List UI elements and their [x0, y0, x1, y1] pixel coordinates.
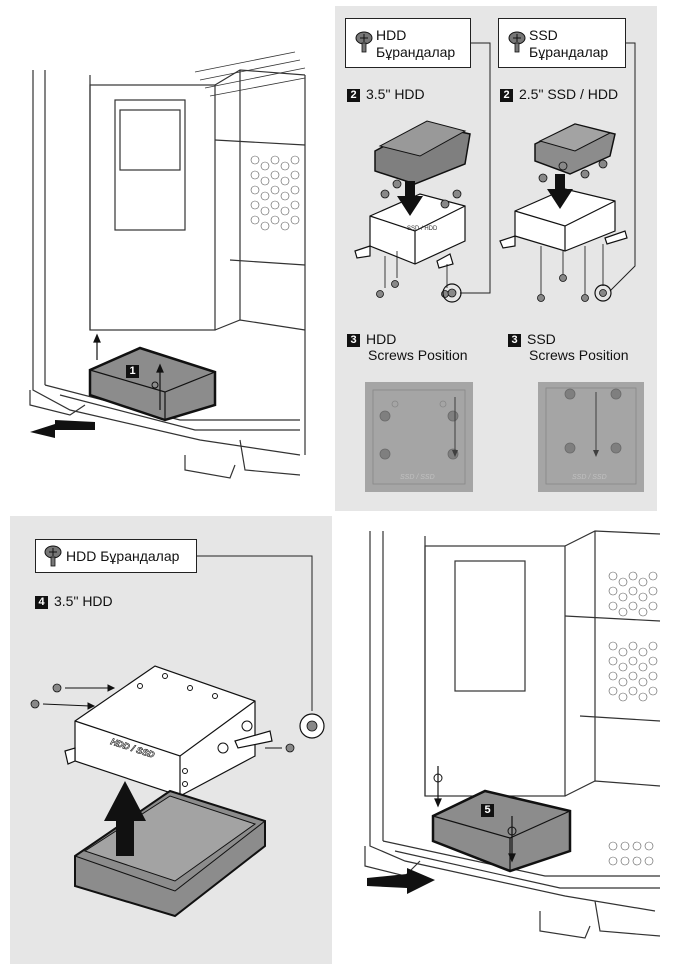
ssd-screw-position-plate: SSD / SSD [538, 382, 644, 492]
step5-marker: 5 [481, 801, 500, 817]
ssd-drive [534, 123, 616, 175]
step2-illustrations: SSD / HDD [354, 42, 636, 303]
step4-panel: HDD Бұрандалар 4 3.5" HDD HDD / SSD [10, 516, 332, 964]
step3-hdd-number: 3 [347, 334, 360, 347]
step5-case-illustration: 5 [345, 516, 693, 967]
legend-hdd-line2: Бұрандалар [376, 44, 456, 60]
hdd-drive [74, 789, 266, 918]
step4-number: 4 [35, 596, 48, 609]
case-line-art [29, 51, 306, 479]
step3-ssd-line2: Screws Position [529, 347, 629, 363]
screw-icon [355, 31, 373, 53]
legend-ssd-line1: SSD [529, 27, 558, 43]
step2-ssd-text: 2.5" SSD / HDD [519, 86, 619, 102]
legend-hdd-screws-step4: HDD Бұрандалар [35, 539, 197, 573]
hdd-plate-marking: SSD / SSD [400, 474, 435, 481]
step3-ssd-line1: SSD [527, 331, 556, 347]
step2-hdd-text: 3.5" HDD [366, 86, 425, 102]
step1-number: 1 [126, 365, 139, 378]
legend-step4-text: HDD Бұрандалар [66, 548, 180, 564]
step3-hdd-line1: HDD [366, 331, 397, 347]
legend-ssd-screws: SSD Бұрандалар [498, 18, 626, 68]
screw-icon [508, 31, 526, 53]
step4-illustration: HDD / SSD [30, 555, 325, 918]
ssd-plate-marking: SSD / SSD [572, 474, 607, 481]
case-line-art [364, 530, 661, 939]
step5-number: 5 [481, 804, 494, 817]
hdd-bracket-marking: SSD / HDD [407, 226, 438, 232]
legend-ssd-line2: Бұрандалар [529, 44, 609, 60]
pull-arrow [30, 420, 95, 438]
drive-cage [431, 789, 572, 873]
step4-text: 3.5" HDD [54, 593, 113, 609]
screw-icon [44, 545, 62, 567]
push-arrow [367, 868, 435, 894]
hdd-bracket [354, 193, 466, 269]
step2-hdd-label: 2 3.5" HDD [347, 86, 425, 102]
step3-hdd-label: 3 HDD [347, 331, 396, 347]
step3-hdd-line2: Screws Position [368, 347, 468, 363]
hdd-bracket [64, 665, 273, 797]
step2-hdd-number: 2 [347, 89, 360, 102]
legend-hdd-line1: HDD [376, 27, 407, 43]
hdd-drive [374, 120, 471, 185]
step3-ssd-label: 3 SSD [508, 331, 556, 347]
step3-ssd-number: 3 [508, 334, 521, 347]
step4-label: 4 3.5" HDD [35, 593, 113, 609]
step2-ssd-number: 2 [500, 89, 513, 102]
legend-hdd-screws: HDD Бұрандалар [345, 18, 471, 68]
step2-ssd-label: 2 2.5" SSD / HDD [500, 86, 618, 102]
step1-case-illustration: 1 [0, 0, 330, 510]
ssd-bracket [499, 188, 628, 252]
hdd-screw-position-plate: SSD / SSD [365, 382, 473, 492]
step1-marker: 1 [126, 362, 145, 378]
